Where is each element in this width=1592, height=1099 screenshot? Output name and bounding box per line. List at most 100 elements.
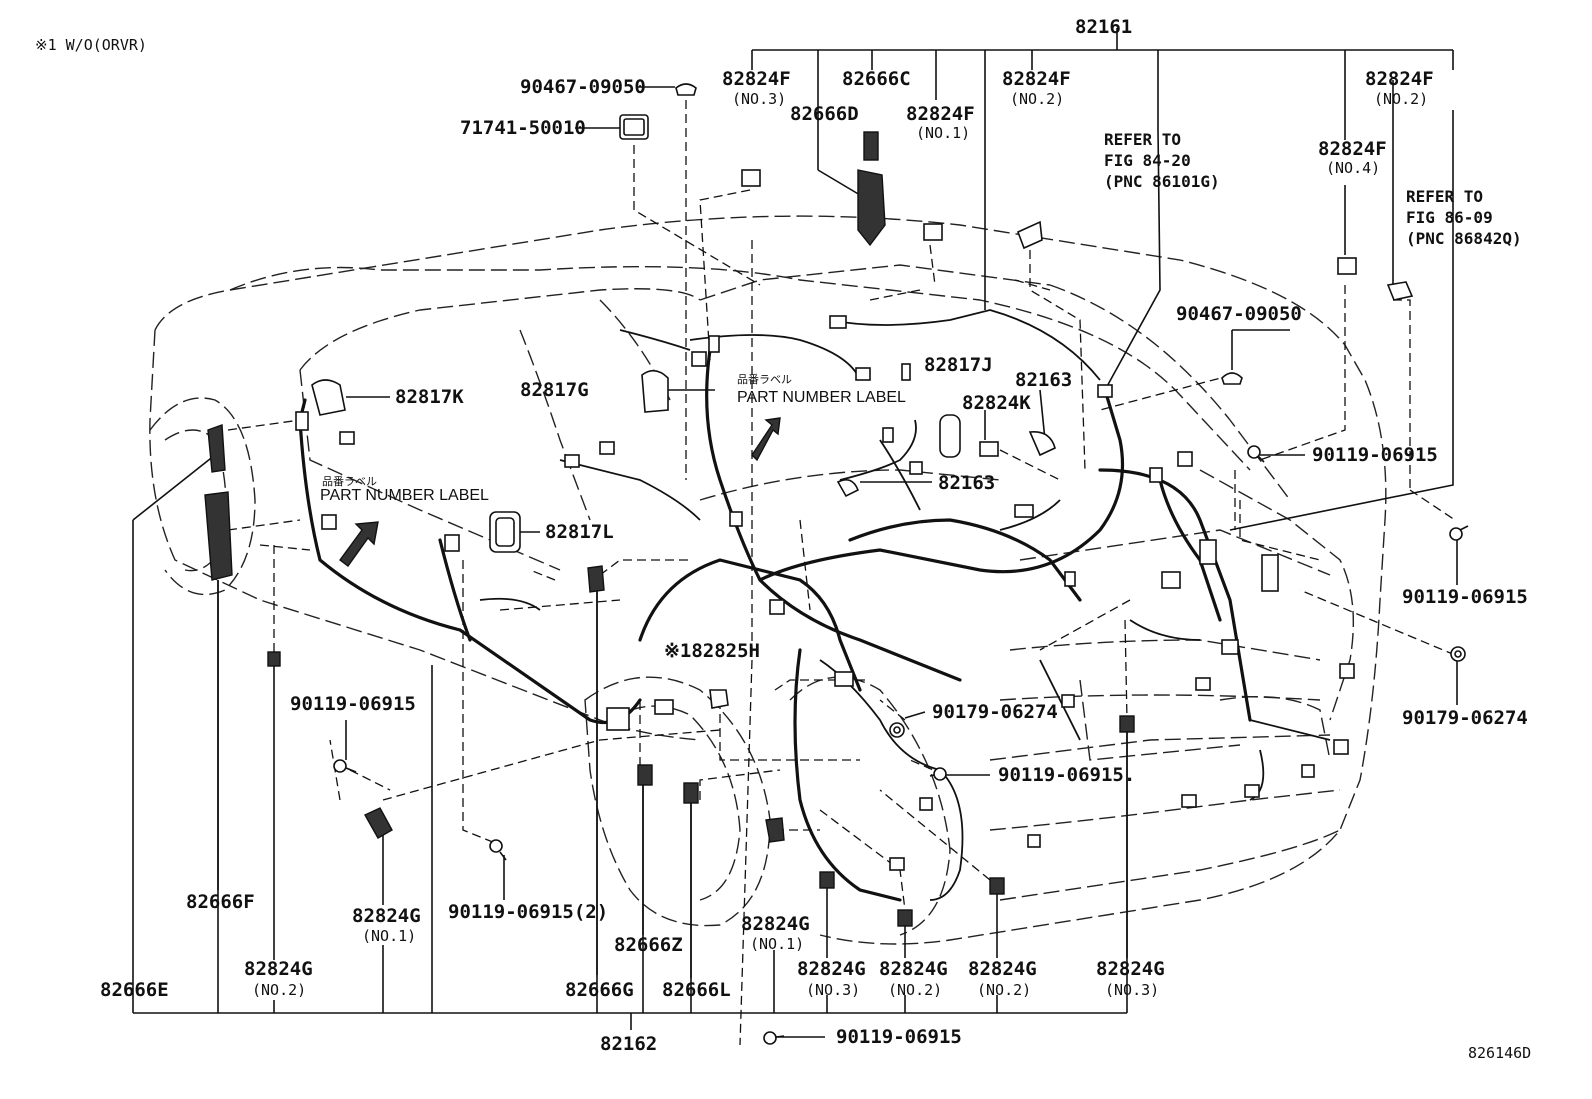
clip-90467-top [675, 83, 697, 96]
grommet-82817K [311, 379, 346, 416]
label-82824F-no1-sub: (NO.1) [916, 124, 970, 142]
clamp-82666Z [637, 764, 653, 786]
label-82824F-no2: 82824F [1002, 68, 1071, 90]
label-arrow-right [751, 417, 781, 462]
ref-86-09-line3: (PNC 86842Q) [1406, 229, 1522, 248]
label-82824G-no2-c-sub: (NO.2) [977, 981, 1031, 999]
text-labels: ※1 W/O(ORVR) 826146D 82161 82162 82824F … [35, 16, 1531, 1062]
clamp-82824G-no3-b [1119, 715, 1135, 733]
grommet-82817J [939, 414, 961, 458]
clamp-82824G-no2-c [989, 877, 1005, 895]
bolt-90119-left [333, 759, 357, 773]
label-82824G-no2-left: 82824G [244, 958, 313, 980]
grommet-82817G [641, 369, 669, 413]
label-90119-center: 90119-06915. [998, 764, 1135, 786]
pn-label-left-en: PART NUMBER LABEL [320, 487, 489, 504]
bracket-82666D [857, 169, 886, 247]
label-82824G-no1-left-sub: (NO.1) [362, 927, 416, 945]
label-82817K: 82817K [395, 386, 464, 408]
harness-82163-a [1028, 431, 1056, 457]
clip-82824K [979, 441, 999, 457]
label-90119-left: 90119-06915 [290, 693, 416, 715]
clip-82825H [709, 689, 729, 709]
clamp-82824G-no2-left [267, 651, 281, 667]
label-90467-top: 90467-09050 [520, 76, 646, 98]
label-82824G-no1-center: 82824G [741, 913, 810, 935]
label-82824G-no3-a: 82824G [797, 958, 866, 980]
label-82666C: 82666C [842, 68, 911, 90]
label-82824G-no2-b-sub: (NO.2) [888, 981, 942, 999]
label-82817J: 82817J [924, 354, 993, 376]
car-body-outline [149, 215, 1387, 945]
pn-label-left-jp: 品番ラベル [322, 475, 377, 488]
bolt-90119-right-a [1247, 445, 1265, 463]
label-82666D: 82666D [790, 103, 859, 125]
label-90119-right-a: 90119-06915 [1312, 444, 1438, 466]
label-82824F-no2-right-sub: (NO.2) [1374, 90, 1428, 108]
pn-label-right-jp: 品番ラベル [737, 373, 792, 386]
harness-82163-b [836, 479, 860, 498]
label-82824F-no4-sub: (NO.4) [1326, 159, 1380, 177]
label-82817G: 82817G [520, 379, 589, 401]
ref-84-20-line3: (PNC 86101G) [1104, 172, 1220, 191]
label-82824F-no1: 82824F [906, 103, 975, 125]
wire-harness-main [298, 309, 1331, 902]
label-90179-center: 90179-06274 [932, 701, 1058, 723]
label-82824G-no1-center-sub: (NO.1) [750, 935, 804, 953]
label-82666G: 82666G [565, 979, 634, 1001]
bolt-90119-bottom [763, 1031, 785, 1045]
ref-84-20-line2: FIG 84-20 [1104, 151, 1191, 170]
parts [204, 83, 1469, 1045]
label-82824F-no2-sub: (NO.2) [1010, 90, 1064, 108]
clamp-82824F-no4 [1337, 257, 1357, 275]
label-arrow-left [339, 521, 379, 567]
label-82666E: 82666E [100, 979, 169, 1001]
label-82817L: 82817L [545, 521, 614, 543]
clamp-82824G-no2-b [897, 909, 913, 927]
label-90119-right-b: 90119-06915 [1402, 586, 1528, 608]
bracket-82666F [204, 491, 233, 581]
leader-lines [132, 28, 1458, 1038]
label-82824G-no3-b: 82824G [1096, 958, 1165, 980]
ref-84-20-line1: REFER TO [1104, 130, 1181, 149]
label-82162: 82162 [600, 1033, 657, 1055]
bolt-90119-center [929, 767, 947, 781]
label-82666L: 82666L [662, 979, 731, 1001]
nut-90179-right [1450, 646, 1466, 662]
clip-90467-right [1221, 372, 1243, 385]
bracket-82666G [587, 565, 605, 593]
label-90467-right: 90467-09050 [1176, 303, 1302, 325]
label-82824F-no4: 82824F [1318, 138, 1387, 160]
label-82824G-no2-b: 82824G [879, 958, 948, 980]
label-82163-b: 82163 [938, 472, 995, 494]
label-90179-right: 90179-06274 [1402, 707, 1528, 729]
label-82824K: 82824K [962, 392, 1031, 414]
label-71741: 71741-50010 [460, 117, 586, 139]
label-82824G-no1-left: 82824G [352, 905, 421, 927]
clamp-82824F-no2 [1016, 220, 1043, 250]
nut-90179-center [889, 722, 905, 738]
option-note: ※1 W/O(ORVR) [35, 36, 147, 54]
label-82163-a: 82163 [1015, 369, 1072, 391]
bracket-82666C [863, 131, 879, 161]
label-82824G-no2-left-sub: (NO.2) [252, 981, 306, 999]
label-82825H: ※182825H [664, 640, 760, 662]
label-82824G-no3-b-sub: (NO.3) [1105, 981, 1159, 999]
label-82824F-no3-sub: (NO.3) [732, 90, 786, 108]
clamp-82666L [683, 782, 699, 804]
illustration-code: 826146D [1468, 1044, 1531, 1062]
label-82161: 82161 [1075, 16, 1132, 38]
label-82824F-no2-right: 82824F [1365, 68, 1434, 90]
clamp-82824F-no3 [741, 169, 761, 187]
label-90119-2: 90119-06915(2) [448, 901, 608, 923]
bolt-90119-right-b [1449, 525, 1469, 541]
label-82666Z: 82666Z [614, 934, 683, 956]
label-90119-bottom: 90119-06915 [836, 1026, 962, 1048]
clamp-82824G-no3-a [819, 871, 835, 889]
pn-label-right-en: PART NUMBER LABEL [737, 389, 906, 406]
bolt-90119-2 [489, 839, 507, 861]
clamp-82824G-no1-left [364, 807, 393, 839]
label-82824F-no3: 82824F [722, 68, 791, 90]
